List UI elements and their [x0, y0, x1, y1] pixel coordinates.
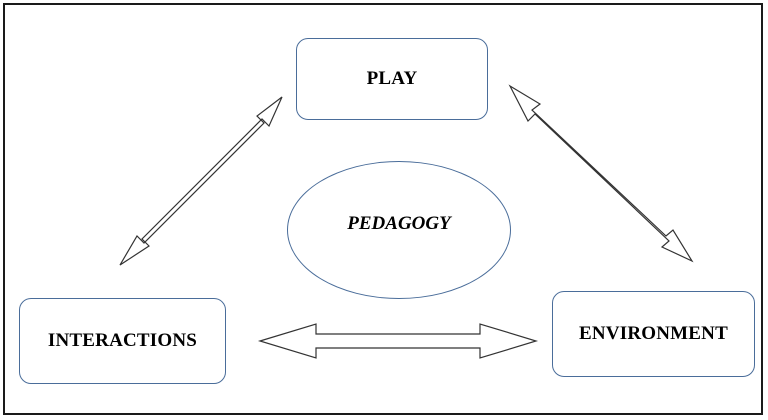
node-interactions: INTERACTIONS — [19, 298, 226, 384]
node-pedagogy-label: PEDAGOGY — [347, 213, 451, 234]
node-pedagogy: PEDAGOGY — [287, 161, 511, 299]
node-environment-label: ENVIRONMENT — [579, 323, 728, 344]
arrow-interactions-environment — [257, 323, 539, 359]
arrow-play-interactions — [119, 96, 283, 266]
node-play-label: PLAY — [366, 68, 418, 89]
arrow-play-environment — [508, 84, 694, 263]
node-play: PLAY — [296, 38, 488, 120]
node-interactions-label: INTERACTIONS — [47, 330, 198, 351]
node-environment: ENVIRONMENT — [552, 291, 755, 377]
